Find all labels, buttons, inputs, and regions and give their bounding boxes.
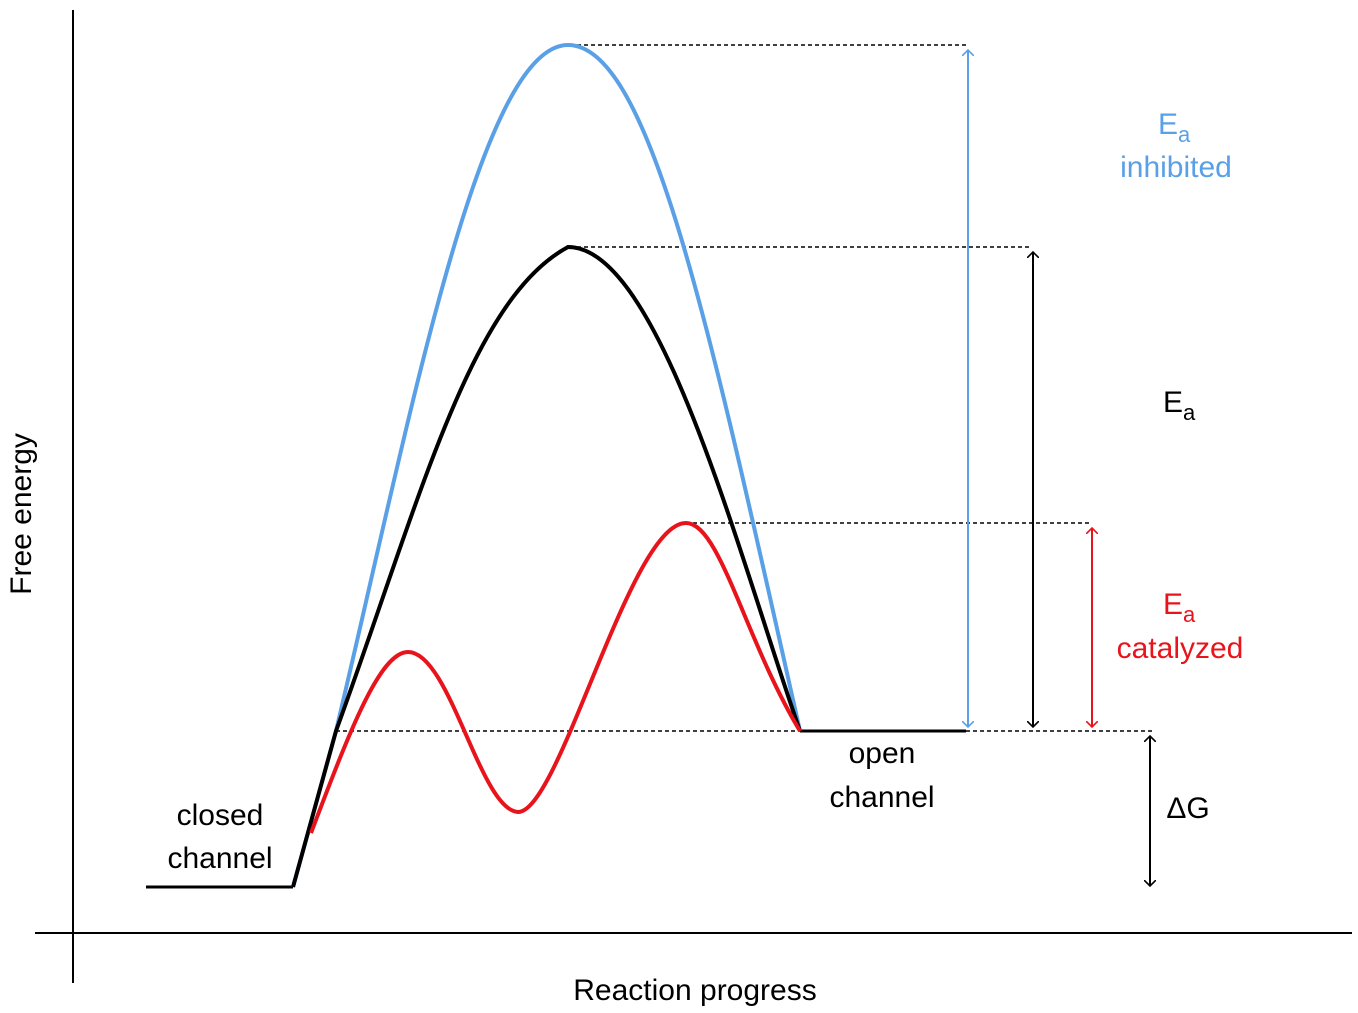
inhibited-curve bbox=[291, 42, 802, 888]
closed-channel-label-line2: channel bbox=[167, 842, 272, 875]
uncatalyzed-curve bbox=[291, 244, 802, 888]
closed-channel-label-line1: closed bbox=[177, 799, 264, 832]
ea-catalyzed-label: Ea bbox=[1163, 588, 1196, 627]
x-axis-label: Reaction progress bbox=[573, 974, 816, 1007]
y-axis-label: Free energy bbox=[5, 433, 38, 595]
ea-catalyzed-word: catalyzed bbox=[1117, 632, 1244, 665]
catalyzed-curve bbox=[309, 520, 802, 834]
ea-inhibited-label: Ea bbox=[1158, 108, 1191, 147]
open-channel-label-line1: open bbox=[849, 737, 916, 770]
ea-label: Ea bbox=[1163, 386, 1196, 425]
ea-inhibited-word: inhibited bbox=[1120, 151, 1232, 184]
open-channel-label-line2: channel bbox=[829, 781, 934, 814]
delta-g-label: ΔG bbox=[1166, 792, 1209, 825]
